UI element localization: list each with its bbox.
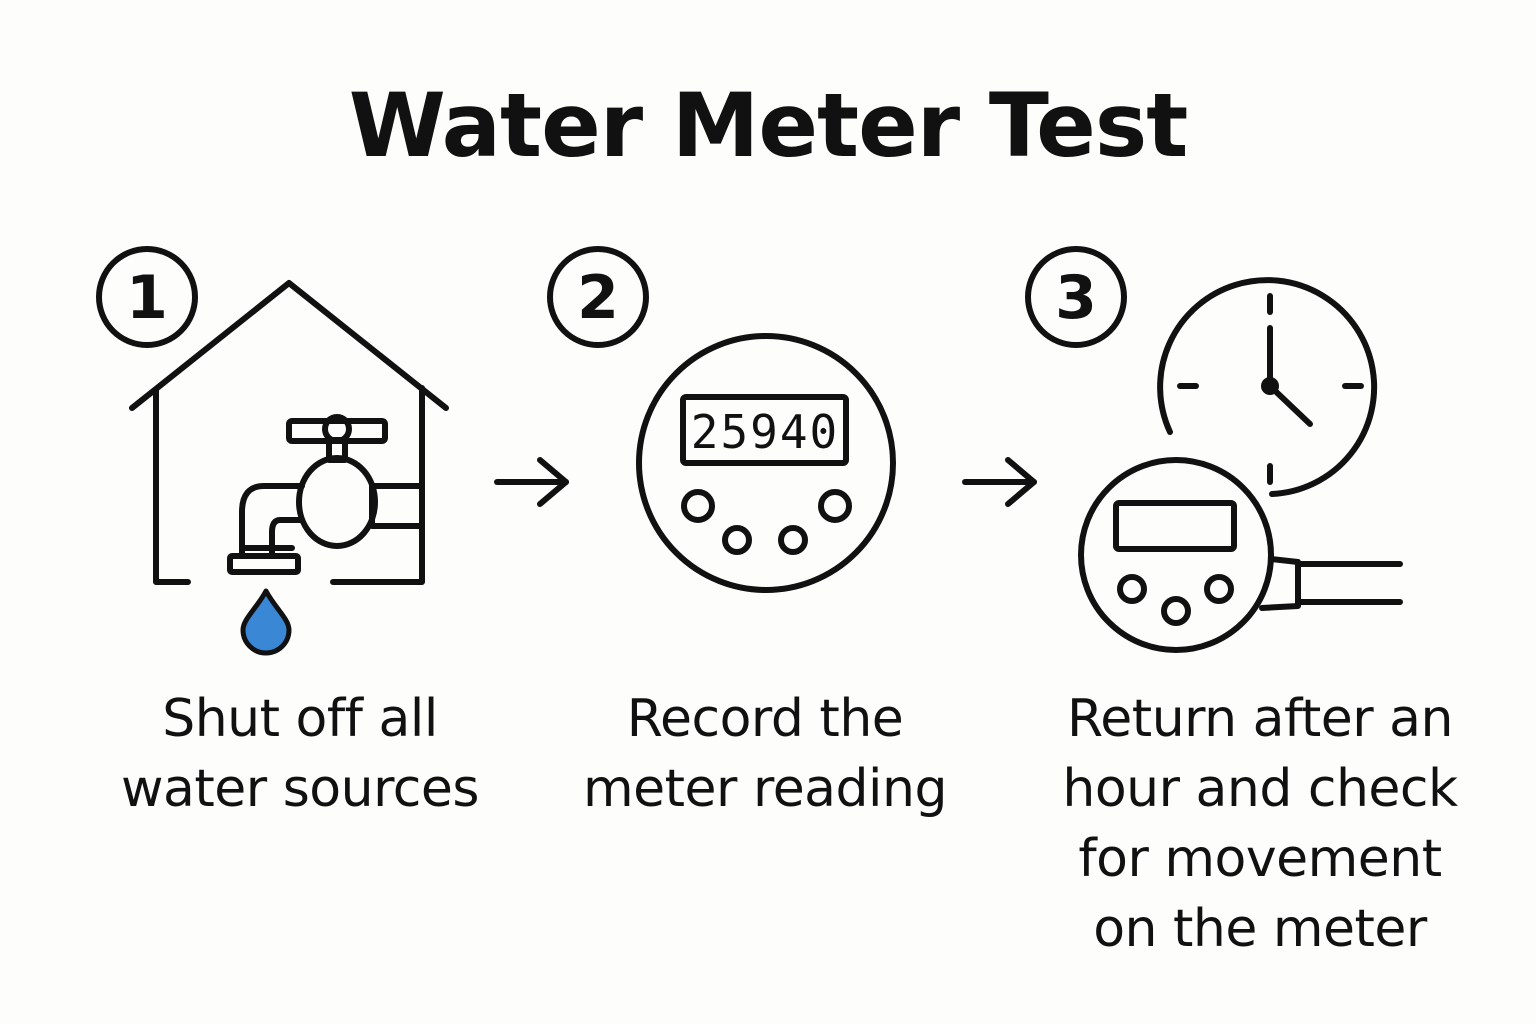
house-faucet-icon xyxy=(129,280,449,585)
caption-line: Shut off all xyxy=(162,689,438,749)
step-3-number: 3 xyxy=(1055,263,1097,333)
caption-line: for movement xyxy=(1078,829,1442,889)
step-1-badge: 1 xyxy=(96,246,198,348)
caption-line: water sources xyxy=(121,759,479,819)
caption-line: on the meter xyxy=(1093,899,1427,959)
arrow-right-icon xyxy=(494,457,569,507)
caption-line: hour and check xyxy=(1062,759,1458,819)
step-3-caption: Return after an hour and check for movem… xyxy=(1005,684,1515,964)
step-2-badge: 2 xyxy=(547,246,649,348)
step-1-number: 1 xyxy=(126,263,168,333)
caption-line: Return after an xyxy=(1067,689,1453,749)
clock-icon xyxy=(1157,277,1378,497)
caption-line: meter reading xyxy=(583,759,947,819)
step-2-caption: Record the meter reading xyxy=(535,684,995,824)
step-1-caption: Shut off all water sources xyxy=(70,684,530,824)
arrow-right-icon xyxy=(962,457,1037,507)
meter-reading: 25940 xyxy=(691,405,839,459)
water-drop-icon xyxy=(240,588,292,656)
water-meter-icon xyxy=(636,333,896,593)
caption-line: Record the xyxy=(626,689,904,749)
step-3-badge: 3 xyxy=(1025,246,1127,348)
meter-with-pipe-icon xyxy=(1078,457,1403,653)
page-title: Water Meter Test xyxy=(348,74,1189,177)
step-2-number: 2 xyxy=(577,263,619,333)
